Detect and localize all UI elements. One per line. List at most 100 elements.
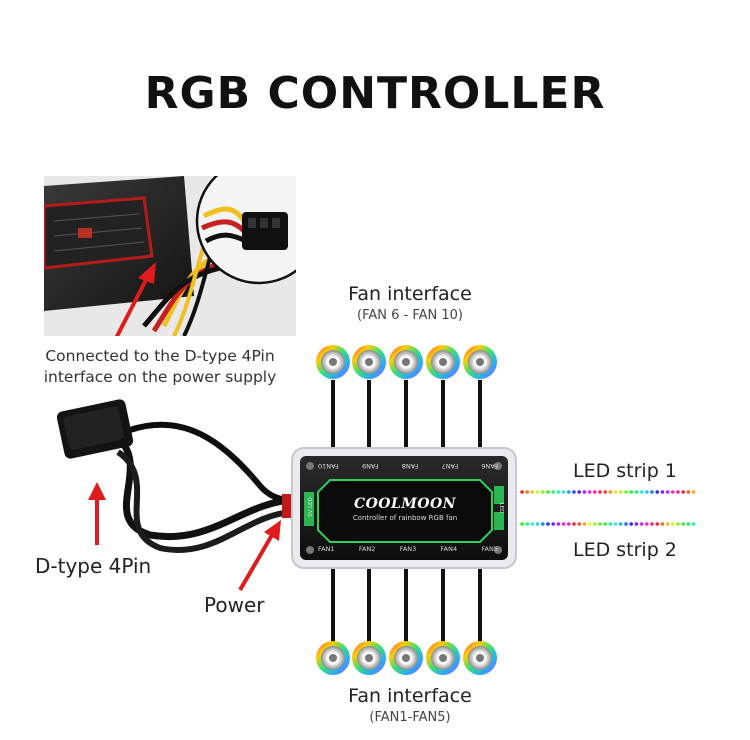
led-dot: [681, 522, 685, 526]
led-dot: [525, 490, 529, 494]
led-dot: [645, 490, 649, 494]
led-dot: [613, 490, 618, 494]
led-dot: [567, 490, 571, 494]
led-strip-1-dots: [520, 490, 696, 494]
dtype-4pin-label: D-type 4Pin: [35, 554, 152, 578]
led-dot: [686, 490, 691, 494]
port-label: FAN3: [399, 545, 417, 553]
led-dot: [530, 522, 535, 526]
led-dot: [530, 490, 535, 494]
led-dot: [655, 490, 659, 494]
led-dot: [551, 522, 555, 526]
led-dot: [686, 522, 691, 526]
port-label: FAN6: [481, 462, 498, 470]
led-dot: [660, 490, 665, 494]
dtype-arrow: [88, 482, 106, 545]
led-dot: [598, 490, 602, 494]
port-label: FAN4: [440, 545, 458, 553]
led-dot: [577, 490, 581, 494]
top-port-labels: FAN6 FAN7 FAN8 FAN9 FAN10: [318, 462, 498, 470]
psu-caption: Connected to the D-type 4Pin interface o…: [20, 346, 300, 388]
led-dot: [639, 490, 644, 494]
led-dot: [660, 522, 665, 526]
led-dot: [650, 522, 654, 526]
led-dot: [541, 490, 545, 494]
led-strip-2-label: LED strip 2: [573, 539, 677, 561]
fan-icon: [463, 641, 497, 675]
led-dot: [603, 522, 607, 526]
psu-caption-line-1: Connected to the D-type 4Pin: [45, 347, 275, 365]
fan-row-top: [316, 345, 497, 379]
led-dot: [551, 490, 555, 494]
led-strip-2-dots: [520, 522, 696, 526]
bottom-port-labels: FAN1 FAN2 FAN3 FAN4 FAN5: [318, 545, 498, 553]
led-dot: [587, 490, 592, 494]
led-dot: [541, 522, 545, 526]
led-dot: [561, 490, 566, 494]
led-dot: [624, 490, 628, 494]
controller-tagline: Controller of rainbow RGB fan: [352, 514, 458, 522]
led-dot: [520, 490, 524, 494]
led-dot: [567, 522, 571, 526]
fan-row-bottom: [316, 641, 497, 675]
led-dot: [629, 522, 633, 526]
led-dot: [593, 490, 597, 494]
led-dot: [629, 490, 633, 494]
fan-interface-top-title: Fan interface: [348, 283, 472, 305]
led-dot: [582, 522, 587, 526]
port-label: FAN1: [318, 545, 335, 553]
led-dot: [603, 490, 607, 494]
fan-icon: [389, 345, 423, 379]
led-dot: [645, 522, 649, 526]
led-dot: [681, 490, 685, 494]
led-dot: [582, 490, 587, 494]
led-dot: [676, 490, 680, 494]
side-port-left-label: 5V LED: [308, 497, 314, 517]
port-label: FAN7: [441, 462, 459, 470]
led-dot: [577, 522, 581, 526]
port-label: FAN5: [481, 545, 498, 553]
led-dot: [535, 522, 540, 526]
led-dot: [671, 490, 675, 494]
fan-interface-bottom-subtitle: (FAN1-FAN5): [369, 710, 451, 725]
led-dot: [671, 522, 675, 526]
led-dot: [525, 522, 529, 526]
page-title: RGB CONTROLLER: [144, 68, 606, 119]
led-dot: [639, 522, 644, 526]
led-dot: [587, 522, 592, 526]
led-dot: [619, 490, 623, 494]
power-supply-photo: [44, 176, 296, 336]
led-dot: [561, 522, 566, 526]
power-label: Power: [204, 593, 265, 617]
port-label: FAN10: [318, 462, 339, 470]
fan-icon: [352, 641, 386, 675]
led-dot: [624, 522, 628, 526]
led-dot: [556, 490, 561, 494]
led-dot: [598, 522, 602, 526]
led-dot: [535, 490, 540, 494]
led-dot: [665, 522, 670, 526]
led-dot: [619, 522, 623, 526]
fan-icon: [316, 641, 350, 675]
controller-brand: COOLMOON: [353, 496, 457, 512]
controller-board: [291, 447, 517, 569]
psu-caption-line-2: interface on the power supply: [43, 368, 277, 386]
fan-interface-bottom-title: Fan interface: [348, 685, 472, 707]
led-dot: [572, 490, 576, 494]
port-label: FAN2: [358, 545, 376, 553]
led-dot: [691, 522, 696, 526]
led-dot: [572, 522, 576, 526]
fan-icon: [316, 345, 350, 379]
led-dot: [634, 522, 639, 526]
fan-cables: [331, 380, 482, 645]
led-strip-1-label: LED strip 1: [573, 460, 677, 482]
side-port-right-label: LED: [498, 502, 504, 514]
fan-icon: [352, 345, 386, 379]
dtype-connector: [56, 399, 296, 553]
led-dot: [556, 522, 561, 526]
led-dot: [613, 522, 618, 526]
port-label: FAN8: [401, 462, 419, 470]
port-label: FAN9: [361, 462, 379, 470]
led-dot: [520, 522, 524, 526]
